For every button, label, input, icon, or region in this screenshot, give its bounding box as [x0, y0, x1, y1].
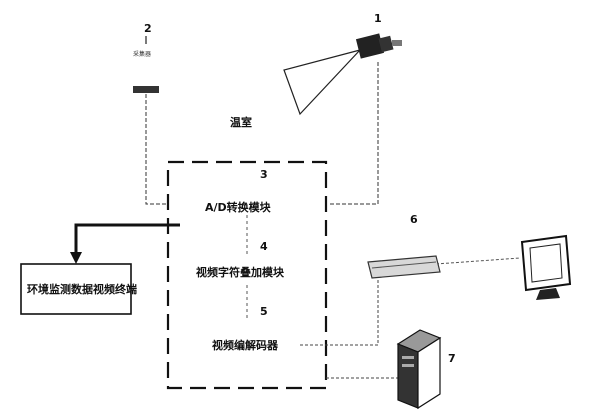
number-3: 3 [260, 168, 268, 181]
network-monitor-line [435, 257, 521, 265]
terminal-label: 环境监测数据视频终端 [27, 282, 137, 296]
number-5: 5 [260, 305, 268, 318]
number-4: 4 [260, 240, 268, 253]
number-7: 7 [448, 352, 456, 365]
sensor-caption: 采集器 [133, 50, 151, 58]
sensor-signal-line [145, 94, 168, 205]
network-device-icon [367, 255, 441, 279]
number-1: 1 [374, 12, 382, 25]
overlay-module-label: 视频字符叠加模块 [196, 265, 285, 279]
room-label: 温室 [230, 115, 252, 129]
processing-unit-box [166, 160, 328, 390]
monitor-icon [520, 234, 572, 300]
terminal-box [20, 263, 132, 315]
number-6: 6 [410, 213, 418, 226]
codec-label: 视频编解码器 [212, 338, 279, 352]
computer-tower-icon [396, 329, 442, 410]
number-2: 2 [144, 22, 152, 35]
camera-icon [283, 33, 402, 116]
sensor-icon [133, 36, 159, 93]
codec-network-line [300, 270, 379, 346]
terminal-arrow-line [74, 223, 180, 255]
ad-module-label: A/D转换模块 [205, 200, 272, 214]
camera-signal-line [330, 62, 379, 205]
terminal-arrowhead [70, 252, 82, 264]
